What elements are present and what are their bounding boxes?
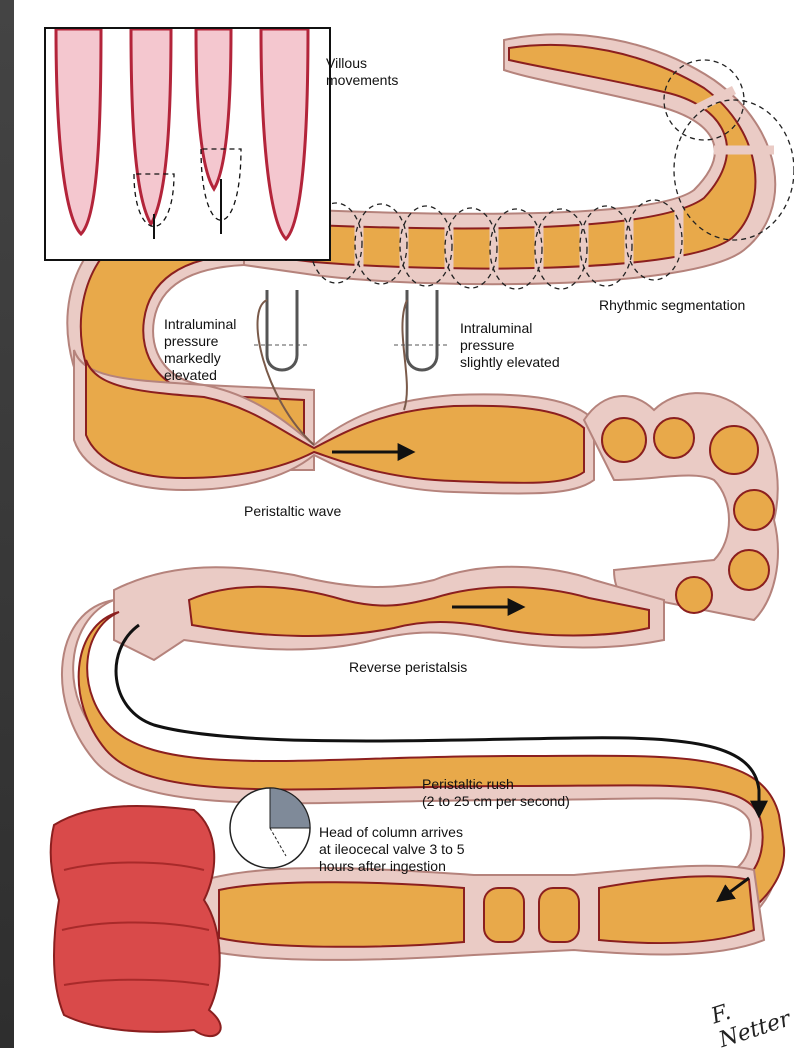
reverse-peristalsis-segment: [114, 567, 664, 660]
rhythmic-segmentation-label: Rhythmic segmentation: [599, 297, 745, 314]
colon-cecum: [51, 806, 221, 1036]
intestinal-motility-figure: Villous movements Rhythmic segmentation …: [14, 0, 794, 1048]
time-clock-icon: [230, 788, 310, 868]
villi-illustration: [46, 29, 329, 259]
terminal-ileum-segments: [204, 866, 764, 960]
head-of-column-label: Head of column arrives at ileocecal valv…: [319, 824, 465, 875]
peristaltic-wave-label: Peristaltic wave: [244, 503, 341, 520]
villous-movements-label: Villous movements: [326, 55, 398, 89]
reverse-peristalsis-label: Reverse peristalsis: [349, 659, 467, 676]
left-dark-strip: [0, 0, 14, 1048]
peristaltic-rush-label: Peristaltic rush (2 to 25 cm per second): [422, 776, 570, 810]
villi-inset: [44, 27, 331, 261]
pressure-markedly-elevated-label: Intraluminal pressure markedly elevated: [164, 316, 236, 384]
pressure-slightly-elevated-label: Intraluminal pressure slightly elevated: [460, 320, 560, 371]
